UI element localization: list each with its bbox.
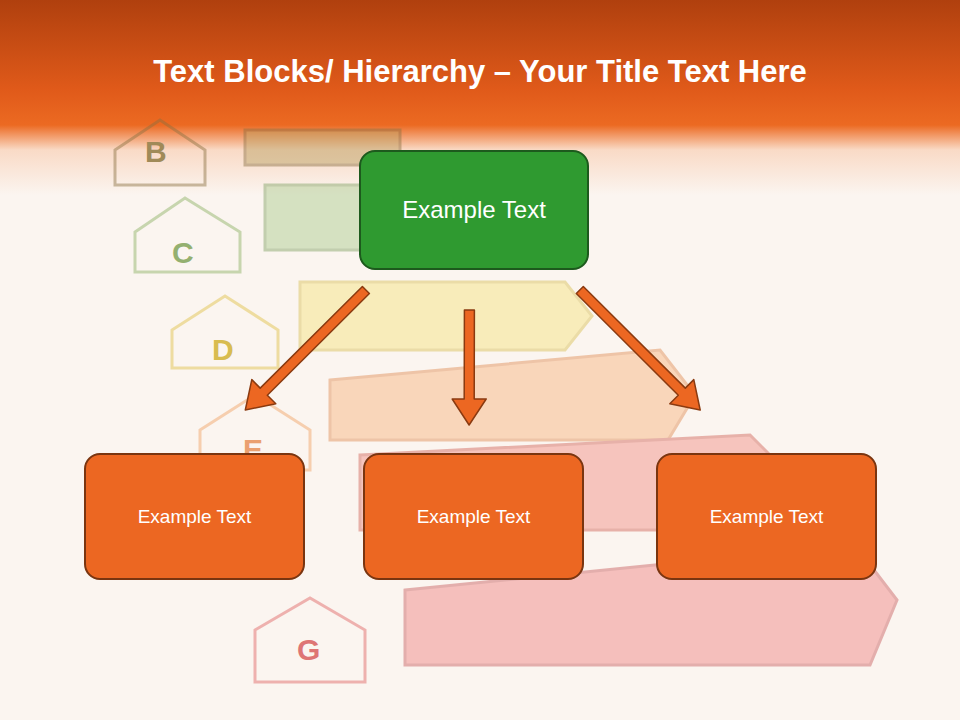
hierarchy-arrow <box>452 310 486 425</box>
child-box: Example Text <box>363 453 584 580</box>
box-text: Example Text <box>138 506 252 528</box>
box-text: Example Text <box>710 506 824 528</box>
box-text: Example Text <box>417 506 531 528</box>
child-box: Example Text <box>656 453 877 580</box>
rating-letter: B <box>145 137 167 167</box>
hierarchy-arrow <box>245 287 369 411</box>
rating-letter: G <box>297 635 320 665</box>
rating-letter: D <box>212 335 234 365</box>
box-text: Example Text <box>402 196 546 224</box>
child-box: Example Text <box>84 453 305 580</box>
rating-letter: C <box>172 238 194 268</box>
slide-title: Text Blocks/ Hierarchy – Your Title Text… <box>40 54 920 90</box>
top-box: Example Text <box>359 150 589 270</box>
hierarchy-arrow <box>576 287 700 411</box>
